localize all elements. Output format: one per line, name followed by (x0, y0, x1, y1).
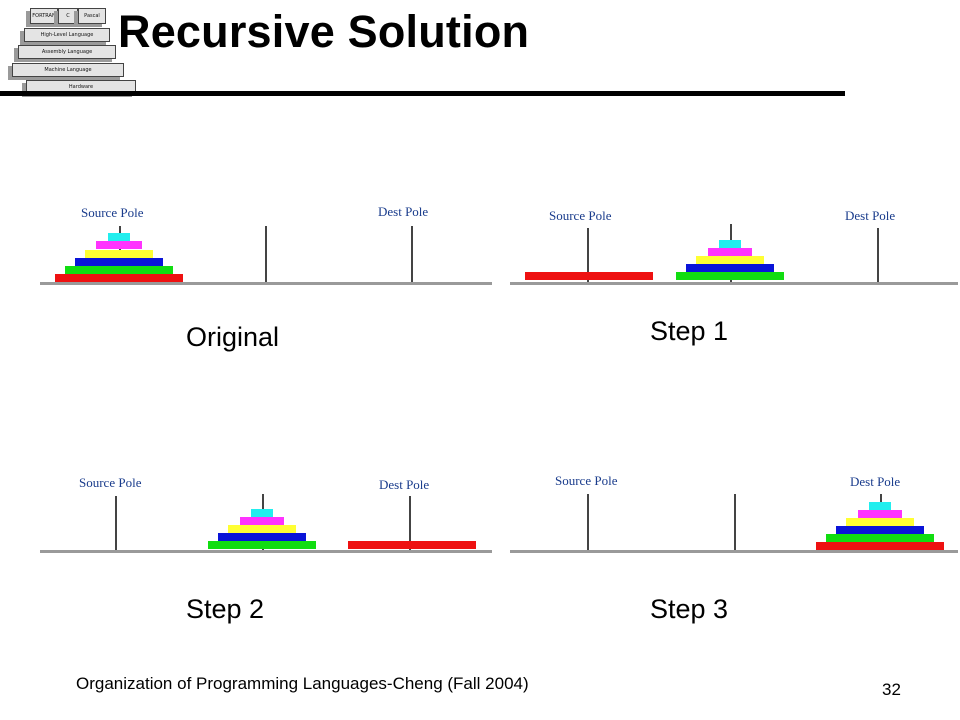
panel-step1-diagram: Source Pole Dest Pole (510, 208, 958, 285)
disk-blue (218, 533, 306, 541)
caption-original: Original (186, 322, 280, 352)
logo: FORTRAN C Pascal High-Level Language Ass… (0, 0, 140, 96)
dest-pole-label: Dest Pole (850, 474, 900, 489)
logo-layer-fortran: FORTRAN (30, 8, 58, 24)
disk-yellow (228, 525, 296, 533)
logo-layer-high-level: High-Level Language (24, 28, 110, 42)
dest-pole-label: Dest Pole (379, 477, 429, 492)
logo-layer-c: C (58, 8, 78, 24)
base-line (510, 550, 958, 553)
panel-original-diagram: Source Pole Dest Pole (40, 204, 492, 285)
caption-step2: Step 2 (186, 594, 265, 624)
source-pole-label: Source Pole (549, 208, 612, 223)
footer-text: Organization of Programming Languages-Ch… (76, 674, 529, 693)
title-rule (0, 91, 845, 96)
base-line (40, 550, 492, 553)
disk-cyan (869, 502, 891, 510)
base-line (510, 282, 958, 285)
source-pole (587, 494, 589, 550)
disk-green (676, 272, 784, 280)
panel-step2-diagram: Source Pole Dest Pole (40, 475, 492, 553)
disk-green (208, 541, 316, 549)
panel-step3-diagram: Source Pole Dest Pole (510, 473, 958, 553)
disk-magenta (240, 517, 284, 525)
disk-yellow (696, 256, 764, 264)
dest-pole (411, 226, 413, 282)
caption-step1: Step 1 (650, 316, 729, 346)
caption-step3: Step 3 (650, 594, 729, 624)
disk-yellow (846, 518, 914, 526)
source-pole (115, 496, 117, 550)
source-pole-label: Source Pole (79, 475, 142, 490)
source-pole (587, 228, 589, 282)
logo-layer-machine: Machine Language (12, 63, 124, 77)
disk-magenta (858, 510, 902, 518)
base-line (40, 282, 492, 285)
dest-pole-label: Dest Pole (378, 204, 428, 219)
disk-red (348, 541, 476, 549)
disk-cyan (251, 509, 273, 517)
disk-yellow (85, 250, 153, 258)
disk-cyan (719, 240, 741, 248)
dest-pole (409, 496, 411, 550)
page-number: 32 (882, 680, 901, 699)
disk-green (826, 534, 934, 542)
disk-green (65, 266, 173, 274)
disk-red (816, 542, 944, 550)
dest-pole (877, 228, 879, 282)
disk-magenta (96, 241, 142, 249)
disk-blue (836, 526, 924, 534)
disk-red (55, 274, 183, 282)
middle-pole (265, 226, 267, 282)
disk-blue (686, 264, 774, 272)
disk-magenta (708, 248, 752, 256)
disk-cyan (108, 233, 130, 241)
logo-layer-assembly: Assembly Language (18, 45, 116, 59)
source-pole-label: Source Pole (555, 473, 618, 488)
source-pole-label: Source Pole (81, 205, 144, 220)
disk-red (525, 272, 653, 280)
middle-pole (734, 494, 736, 550)
page-title: Recursive Solution (118, 6, 530, 57)
dest-pole-label: Dest Pole (845, 208, 895, 223)
logo-layer-pascal: Pascal (78, 8, 106, 24)
disk-blue (75, 258, 163, 266)
